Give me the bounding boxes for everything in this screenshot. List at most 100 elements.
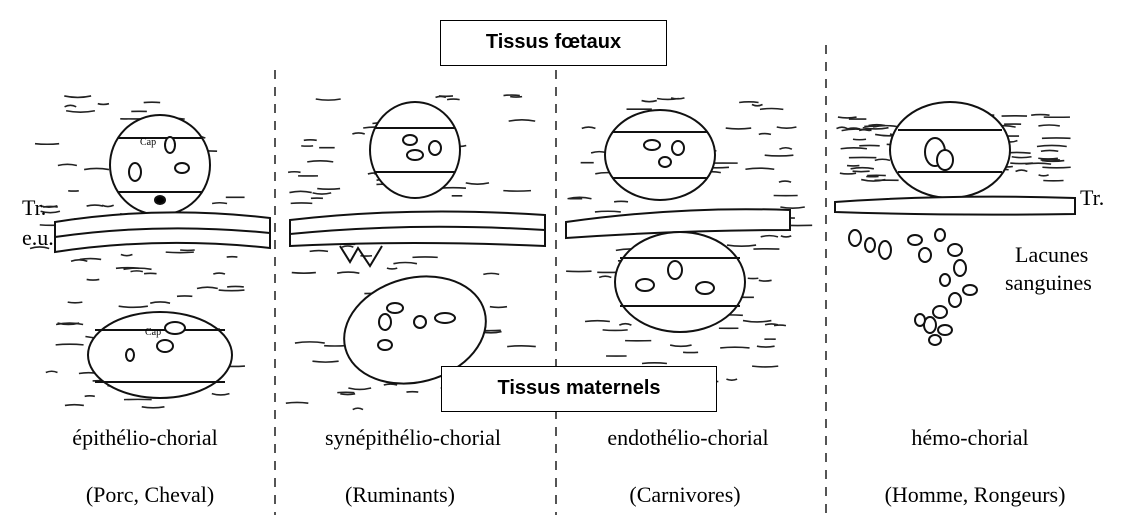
tissue-stroke [599,276,611,277]
tissue-stroke [745,168,774,169]
tissue-stroke [124,268,152,269]
tissue-stroke [87,205,103,206]
tissue-stroke [853,139,866,140]
tissue-stroke [509,120,536,121]
tissue-stroke [840,173,856,174]
tissue-stroke [779,181,791,182]
tissue-stroke [387,268,397,269]
tissue-stroke [765,155,794,156]
fetal-capillary [890,102,1010,198]
tissue-stroke [84,168,109,169]
tissue-stroke [1042,167,1070,168]
tissue-stroke [1012,157,1032,158]
tissue-stroke [760,109,783,110]
tissue-stroke [1041,150,1058,151]
tissue-stroke [150,302,170,303]
tissue-stroke [119,306,148,307]
tissue-stroke [585,321,610,322]
tissue-stroke [614,201,628,202]
tissue-stroke [739,102,758,103]
tissue-stroke [720,347,749,348]
tissue-stroke [752,366,778,367]
panel-3-structures [566,110,790,332]
tissue-stroke [838,117,857,118]
panel-4-structures [835,102,1075,345]
tissue-stroke [490,307,507,308]
tissue-stroke [483,273,499,274]
tissue-stroke [726,379,737,380]
tissue-stroke [670,345,691,346]
tissue-stroke [71,260,87,261]
maternal-capillary [88,312,232,398]
tissue-stroke [312,361,338,362]
panel-4-species: (Homme, Rongeurs) [885,482,1066,508]
tissue-stroke [393,262,417,263]
tissue-stroke [842,129,870,130]
tissue-stroke [121,255,133,256]
tissue-stroke [307,161,333,162]
panel-2-name: synépithélio-chorial [325,425,501,451]
tissue-stroke [212,203,227,204]
tissue-stroke [582,127,596,128]
tissue-stroke [295,342,325,343]
tissue-stroke [503,95,519,96]
tissue-stroke [102,205,114,206]
panel-1-species: (Porc, Cheval) [86,482,214,508]
tissue-stroke [774,325,786,326]
tissue-stroke [212,394,230,395]
tissue-stroke [1039,175,1049,176]
tissue-stroke [765,324,778,325]
panel-2-structures [290,102,545,399]
maternal-capillary [615,232,745,332]
tissue-stroke [197,287,218,288]
tissue-stroke [46,371,58,372]
tissue-stroke [310,251,328,252]
tissue-stroke [304,140,317,141]
tissue-stroke [65,405,84,406]
tissue-stroke [851,168,874,169]
tissue-stroke [35,144,59,145]
tissue-stroke [87,279,100,280]
tissue-stroke [727,245,756,246]
tissue-stroke [166,252,194,253]
tissue-stroke [779,148,791,149]
tissue-stroke [142,407,165,408]
tissue-stroke [1038,158,1058,159]
tissue-stroke [352,133,364,134]
tr-label-right: Tr. [1080,185,1104,210]
panel-3-name: endothélio-chorial [607,425,768,451]
fetal-capillary [605,110,715,200]
tissue-stroke [292,273,316,274]
panel-1-name: épithélio-chorial [72,425,217,451]
tissue-stroke [466,183,489,184]
tissue-stroke [58,164,77,165]
panel-1-structures [55,115,270,398]
tissue-stroke [1038,125,1059,126]
tissue-stroke [759,280,772,281]
tissue-stroke [619,324,631,325]
tissue-stroke [219,290,245,291]
tissue-stroke [313,193,332,194]
tissue-stroke [642,363,667,364]
tissue-stroke [289,191,311,192]
tissue-stroke [743,321,771,322]
tissue-stroke [780,207,804,208]
tissue-stroke [447,99,460,100]
tissue-stroke [98,104,109,105]
tissue-stroke [777,127,797,128]
tissue-stroke [1025,163,1051,164]
tissue-stroke [507,346,536,347]
tissue-stroke [595,211,621,212]
tissue-stroke [1016,170,1028,171]
tissue-stroke [781,236,791,237]
tissue-stroke [1031,115,1049,116]
maternal-tissues-label: Tissus maternels [441,366,717,412]
tissue-stroke [875,159,890,160]
tissue-stroke [337,272,359,273]
tissue-stroke [353,408,363,409]
tissue-stroke [340,394,355,395]
eu-label: e.u. [22,225,54,250]
tissue-stroke [131,271,143,272]
tissue-stroke [841,148,867,149]
tissue-stroke [80,259,101,260]
